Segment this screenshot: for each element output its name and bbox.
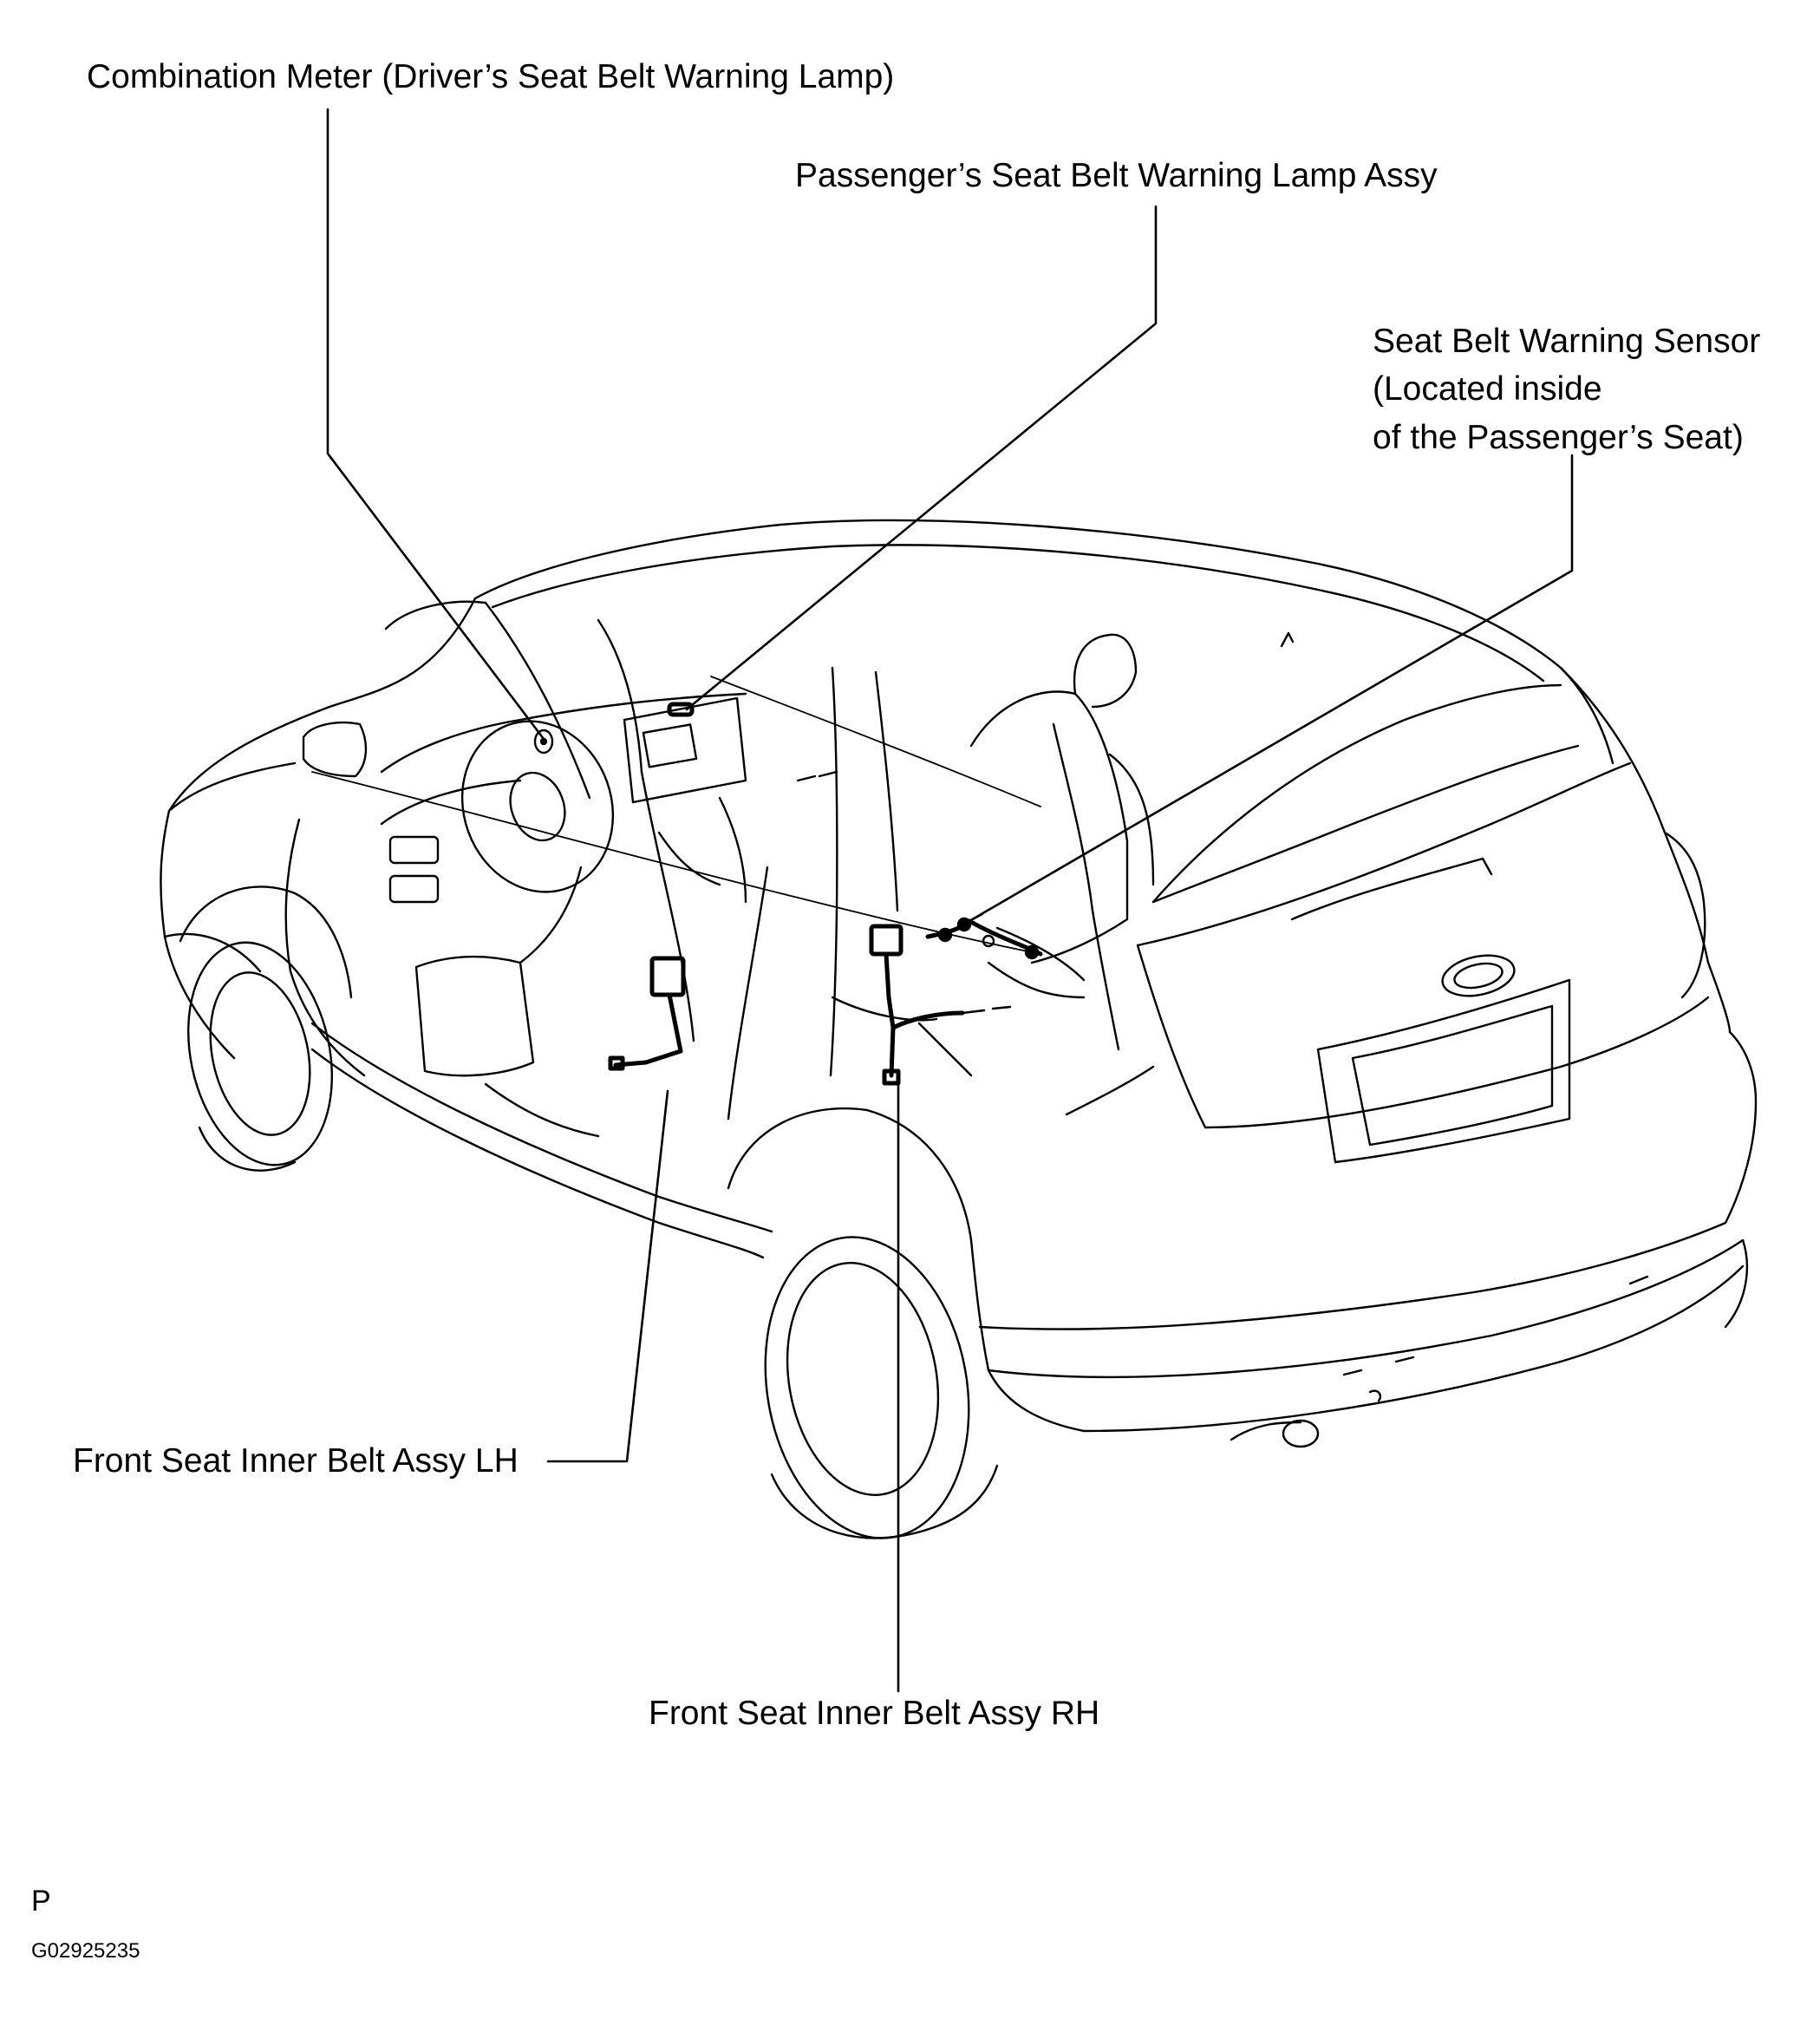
figure-code: G02925235	[31, 1939, 140, 1963]
section-letter: P	[31, 1885, 51, 1918]
label-warning-sensor-line2: (Located inside	[1373, 370, 1602, 408]
car-body	[160, 519, 1758, 1539]
leader-inner-belt-lh	[546, 1089, 669, 1463]
passenger-warning-lamp-component	[667, 702, 695, 717]
leader-warning-sensor	[968, 454, 1574, 923]
label-warning-sensor-line3: of the Passenger’s Seat)	[1373, 419, 1744, 456]
leader-combination-meter	[326, 108, 545, 741]
combination-meter-component	[533, 729, 554, 755]
warning-sensor-component	[925, 912, 1043, 960]
label-warning-sensor-line1: Seat Belt Warning Sensor	[1373, 323, 1761, 360]
label-combination-meter: Combination Meter (Driver’s Seat Belt Wa…	[87, 58, 895, 95]
inner-belt-lh-component	[608, 956, 686, 1071]
leader-passenger-lamp	[685, 205, 1158, 711]
label-passenger-warning-lamp: Passenger’s Seat Belt Warning Lamp Assy	[795, 157, 1438, 194]
label-inner-belt-rh: Front Seat Inner Belt Assy RH	[649, 1695, 1100, 1732]
inner-belt-rh-component	[869, 924, 1012, 1086]
label-inner-belt-lh: Front Seat Inner Belt Assy LH	[73, 1442, 519, 1480]
